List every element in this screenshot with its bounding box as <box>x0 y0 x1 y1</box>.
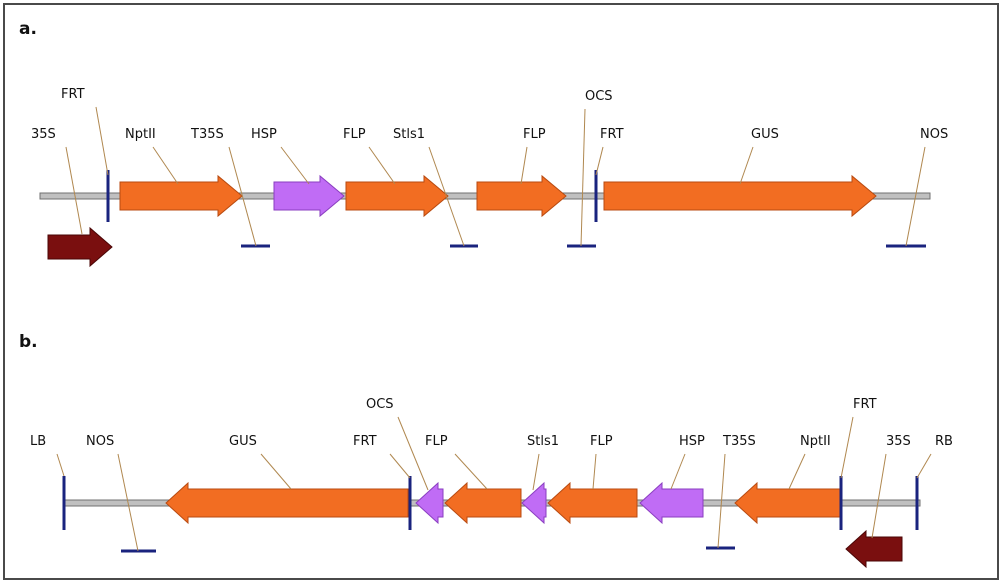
figure-frame: a. b. <box>3 3 999 580</box>
panel-b-rb-leader <box>916 453 932 479</box>
panel-b-ocs-arrow <box>415 481 444 525</box>
panel-b-frt-label: FRT <box>353 434 377 449</box>
panel-b-nptii-arrow <box>734 481 842 525</box>
panel-b-lb-leader <box>56 453 65 477</box>
panel-a-letter: a. <box>19 19 37 39</box>
panel-a-frt-leader <box>595 146 604 176</box>
panel-a-flp-label: FLP <box>343 127 366 142</box>
panel-b-flp-arrow <box>547 481 638 525</box>
panel-a-frt-label: FRT <box>600 127 624 142</box>
panel-a-35s-leader <box>65 146 83 235</box>
panel-a-hsp-leader <box>280 146 310 185</box>
panel-a-stls1-leader <box>428 146 465 247</box>
panel-a-nptii-arrow <box>119 174 243 218</box>
panel-a-gus-arrow <box>603 174 877 218</box>
panel-b-stls1-leader <box>532 453 540 491</box>
panel-a-nos-leader <box>905 146 926 247</box>
panel-a-flp-arrow <box>345 174 449 218</box>
panel-b-flp-leader <box>592 453 597 490</box>
panel-a-35s-label: 35S <box>31 127 56 142</box>
panel-a-t35s-leader <box>228 146 257 247</box>
panel-a-hsp-arrow <box>273 174 345 218</box>
panel-a-gus-label: GUS <box>751 127 779 142</box>
panel-a-ocs-label: OCS <box>585 89 613 104</box>
panel-b-flp-label: FLP <box>425 434 448 449</box>
panel-b-rb-label: RB <box>935 434 953 449</box>
panel-b-nptii-label: NptII <box>800 434 831 449</box>
panel-b-hsp-label: HSP <box>679 434 705 449</box>
panel-b-35s-promoter-arrow <box>845 529 903 569</box>
panel-a-flp-arrow <box>476 174 567 218</box>
panel-b-frt-leader <box>389 453 411 479</box>
panel-b-flp-arrow <box>444 481 522 525</box>
panel-b-flp-leader <box>454 453 488 490</box>
panel-b-letter: b. <box>19 332 38 352</box>
panel-b-flp-label: FLP <box>590 434 613 449</box>
panel-b-gus-label: GUS <box>229 434 257 449</box>
panel-b-hsp-leader <box>670 453 686 490</box>
panel-b-ocs-label: OCS <box>366 397 394 412</box>
panel-a-ocs-leader <box>580 108 586 247</box>
panel-a-frt-leader <box>95 106 109 176</box>
panel-a-frt-label: FRT <box>61 87 85 102</box>
panel-b-t35s-label: T35S <box>722 434 756 449</box>
panel-b-nos-leader <box>117 453 139 552</box>
panel-a-flp-label: FLP <box>523 127 546 142</box>
panel-a-nptii-label: NptII <box>125 127 156 142</box>
panel-a-nptii-leader <box>152 146 179 185</box>
panel-a-35s-promoter-arrow <box>47 226 113 268</box>
panel-a-flp-leader <box>368 146 396 185</box>
panel-b-nptii-leader <box>788 453 806 490</box>
panel-b-35s-label: 35S <box>886 434 911 449</box>
panel-a-nos-label: NOS <box>920 127 948 142</box>
panel-b-gus-arrow <box>165 481 409 525</box>
panel-a-stls1-label: Stls1 <box>393 127 425 142</box>
panel-b-t35s-leader <box>717 453 726 549</box>
panel-b-35s-leader <box>871 453 887 539</box>
panel-b-ocs-leader <box>397 416 429 491</box>
panel-b-lb-label: LB <box>30 434 46 449</box>
panel-b-gus-leader <box>260 453 292 490</box>
panel-b-frt-leader <box>840 416 854 479</box>
panel-b-stls1-arrow <box>521 481 547 525</box>
panel-a-flp-leader <box>520 146 528 185</box>
panel-b-frt-label: FRT <box>853 397 877 412</box>
panel-a-gus-leader <box>739 146 754 185</box>
panel-a-t35s-label: T35S <box>190 127 224 142</box>
panel-b-nos-label: NOS <box>86 434 114 449</box>
panel-b-stls1-label: Stls1 <box>527 434 559 449</box>
panel-b-hsp-arrow <box>639 481 704 525</box>
panel-a-hsp-label: HSP <box>251 127 277 142</box>
